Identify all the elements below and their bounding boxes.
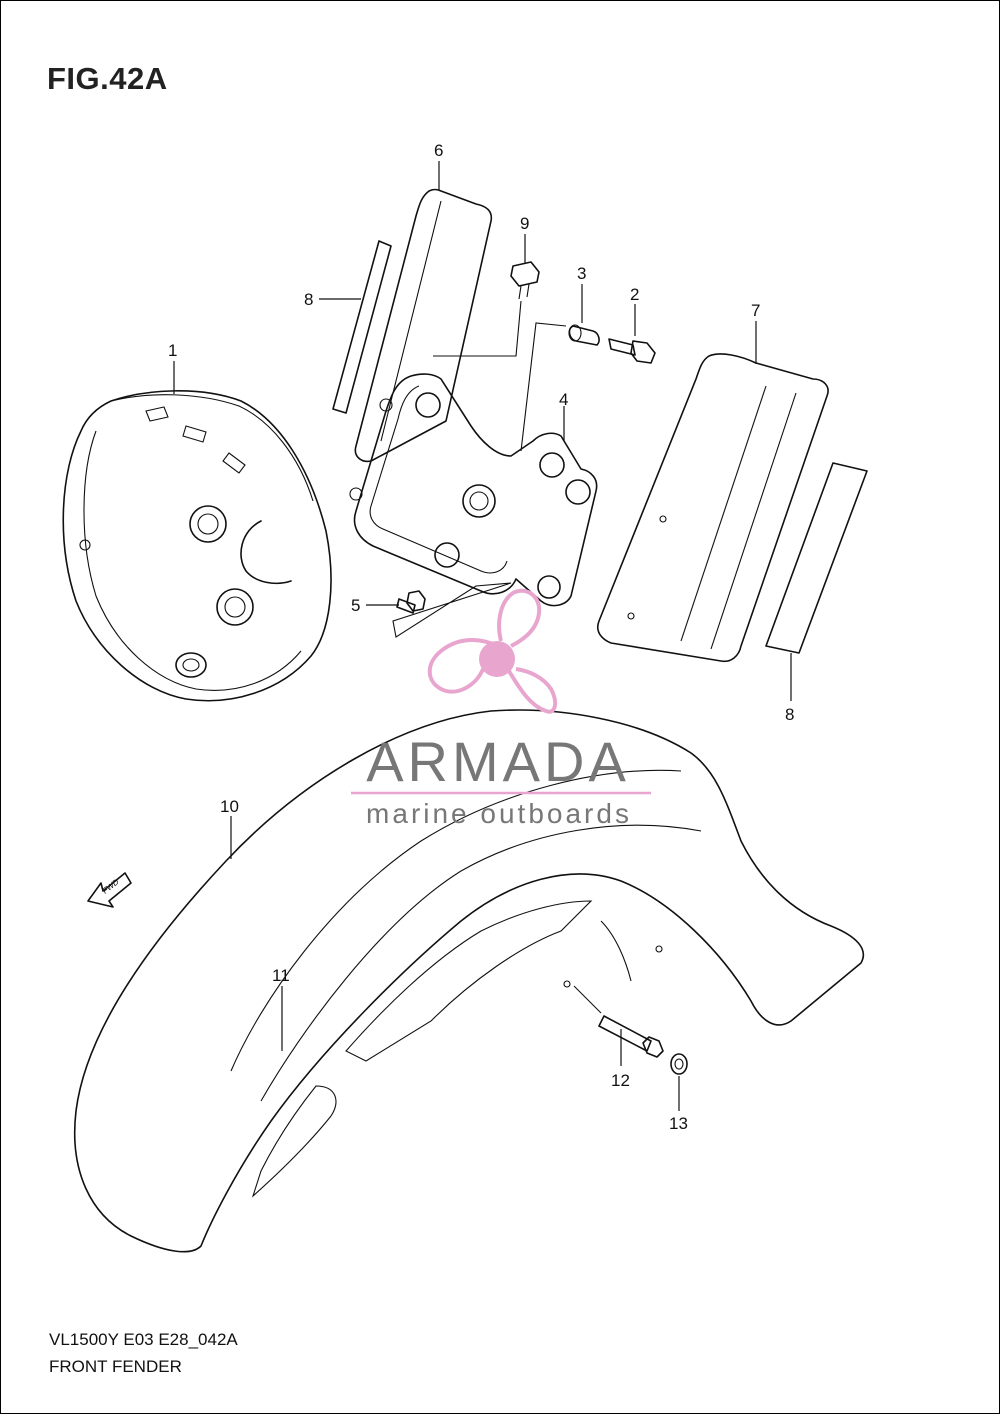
watermark-tagline: marine outboards <box>366 798 632 829</box>
lower-cover-part <box>596 353 829 663</box>
bolt-12-part <box>573 985 664 1058</box>
armada-watermark: ARMADA marine outboards <box>351 588 651 829</box>
callout-2: 2 <box>630 285 639 304</box>
callout-1: 1 <box>168 341 177 360</box>
figure-title: FIG.42A <box>47 61 168 96</box>
headlight-bracket-part <box>349 373 598 607</box>
bolt-9-part <box>433 261 540 357</box>
washer-13-part <box>670 1053 688 1075</box>
callout-9: 9 <box>520 214 529 233</box>
callout-8-lower: 8 <box>785 705 794 724</box>
callout-8-upper: 8 <box>304 290 313 309</box>
callout-numbers: 1 2 3 4 5 6 7 8 8 9 10 11 12 13 <box>168 141 794 1133</box>
callout-5: 5 <box>351 596 360 615</box>
callout-4: 4 <box>559 390 568 409</box>
front-fender-part <box>73 709 865 1253</box>
propeller-logo-icon <box>427 588 558 714</box>
callout-6: 6 <box>434 141 443 160</box>
screw-2-part <box>608 338 656 364</box>
callout-12: 12 <box>611 1071 630 1090</box>
section-name: FRONT FENDER <box>49 1357 182 1376</box>
callout-3: 3 <box>577 264 586 283</box>
callout-13: 13 <box>669 1114 688 1133</box>
watermark-brand: ARMADA <box>366 730 630 793</box>
model-code: VL1500Y E03 E28_042A <box>49 1330 238 1349</box>
upper-strip-part <box>332 240 392 414</box>
headlight-housing-part <box>62 390 332 702</box>
bolt-5-part <box>392 582 512 638</box>
forward-direction-arrow: FWD <box>87 872 132 908</box>
callout-10: 10 <box>220 797 239 816</box>
collar-part <box>520 322 600 452</box>
upper-cover-part <box>354 188 493 463</box>
lower-strip-part <box>765 462 868 654</box>
callout-leaders <box>173 161 792 1111</box>
callout-7: 7 <box>751 301 760 320</box>
callout-11: 11 <box>272 966 290 985</box>
